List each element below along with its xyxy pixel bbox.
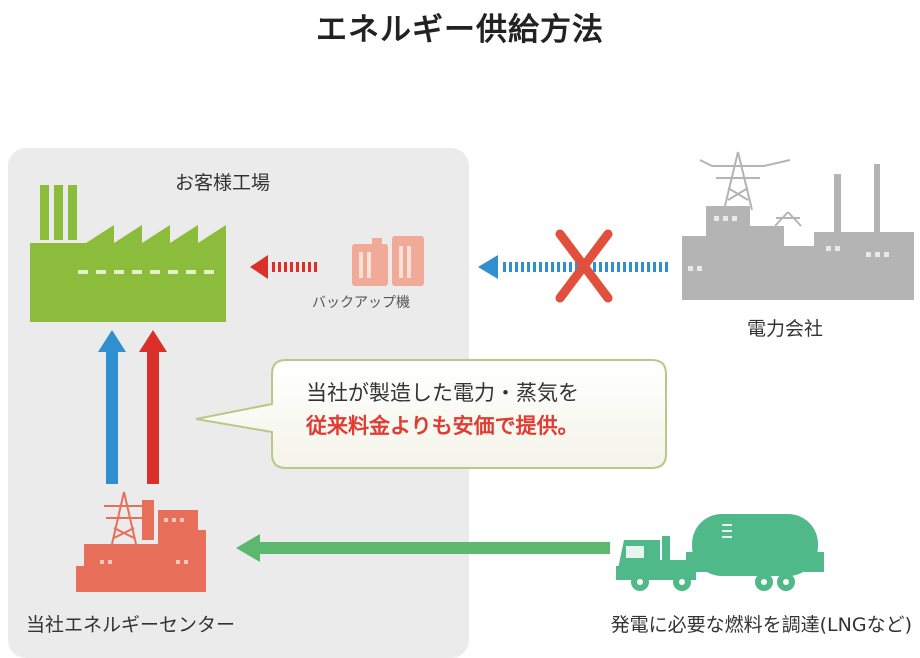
lng-truck-icon <box>616 514 824 591</box>
backup-supply-arrow <box>250 255 317 279</box>
callout-line-1: 当社が製造した電力・蒸気を <box>306 381 579 405</box>
callout-line-2: 従来料金よりも安価で提供。 <box>306 414 579 438</box>
steam-supply-arrow <box>139 330 167 484</box>
callout-bubble <box>195 359 667 469</box>
customer-factory-label: お客様工場 <box>175 172 271 194</box>
electricity-supply-arrow <box>98 330 126 484</box>
power-company-icon <box>682 151 914 300</box>
fuel-procurement-label: 発電に必要な燃料を調達(LNGなど) <box>610 614 912 636</box>
power-company-label: 電力会社 <box>747 318 824 340</box>
energy-center-icon <box>76 491 206 592</box>
factory-icon <box>30 185 226 322</box>
backup-unit-label: バックアップ機 <box>312 295 410 311</box>
fuel-supply-arrow <box>236 534 610 562</box>
blocked-x-icon <box>555 229 613 303</box>
grid-supply-arrow <box>478 255 668 279</box>
page-title: エネルギー供給方法 <box>316 12 604 48</box>
backup-unit-icon <box>352 236 424 286</box>
energy-center-label: 当社エネルギーセンター <box>26 614 236 636</box>
